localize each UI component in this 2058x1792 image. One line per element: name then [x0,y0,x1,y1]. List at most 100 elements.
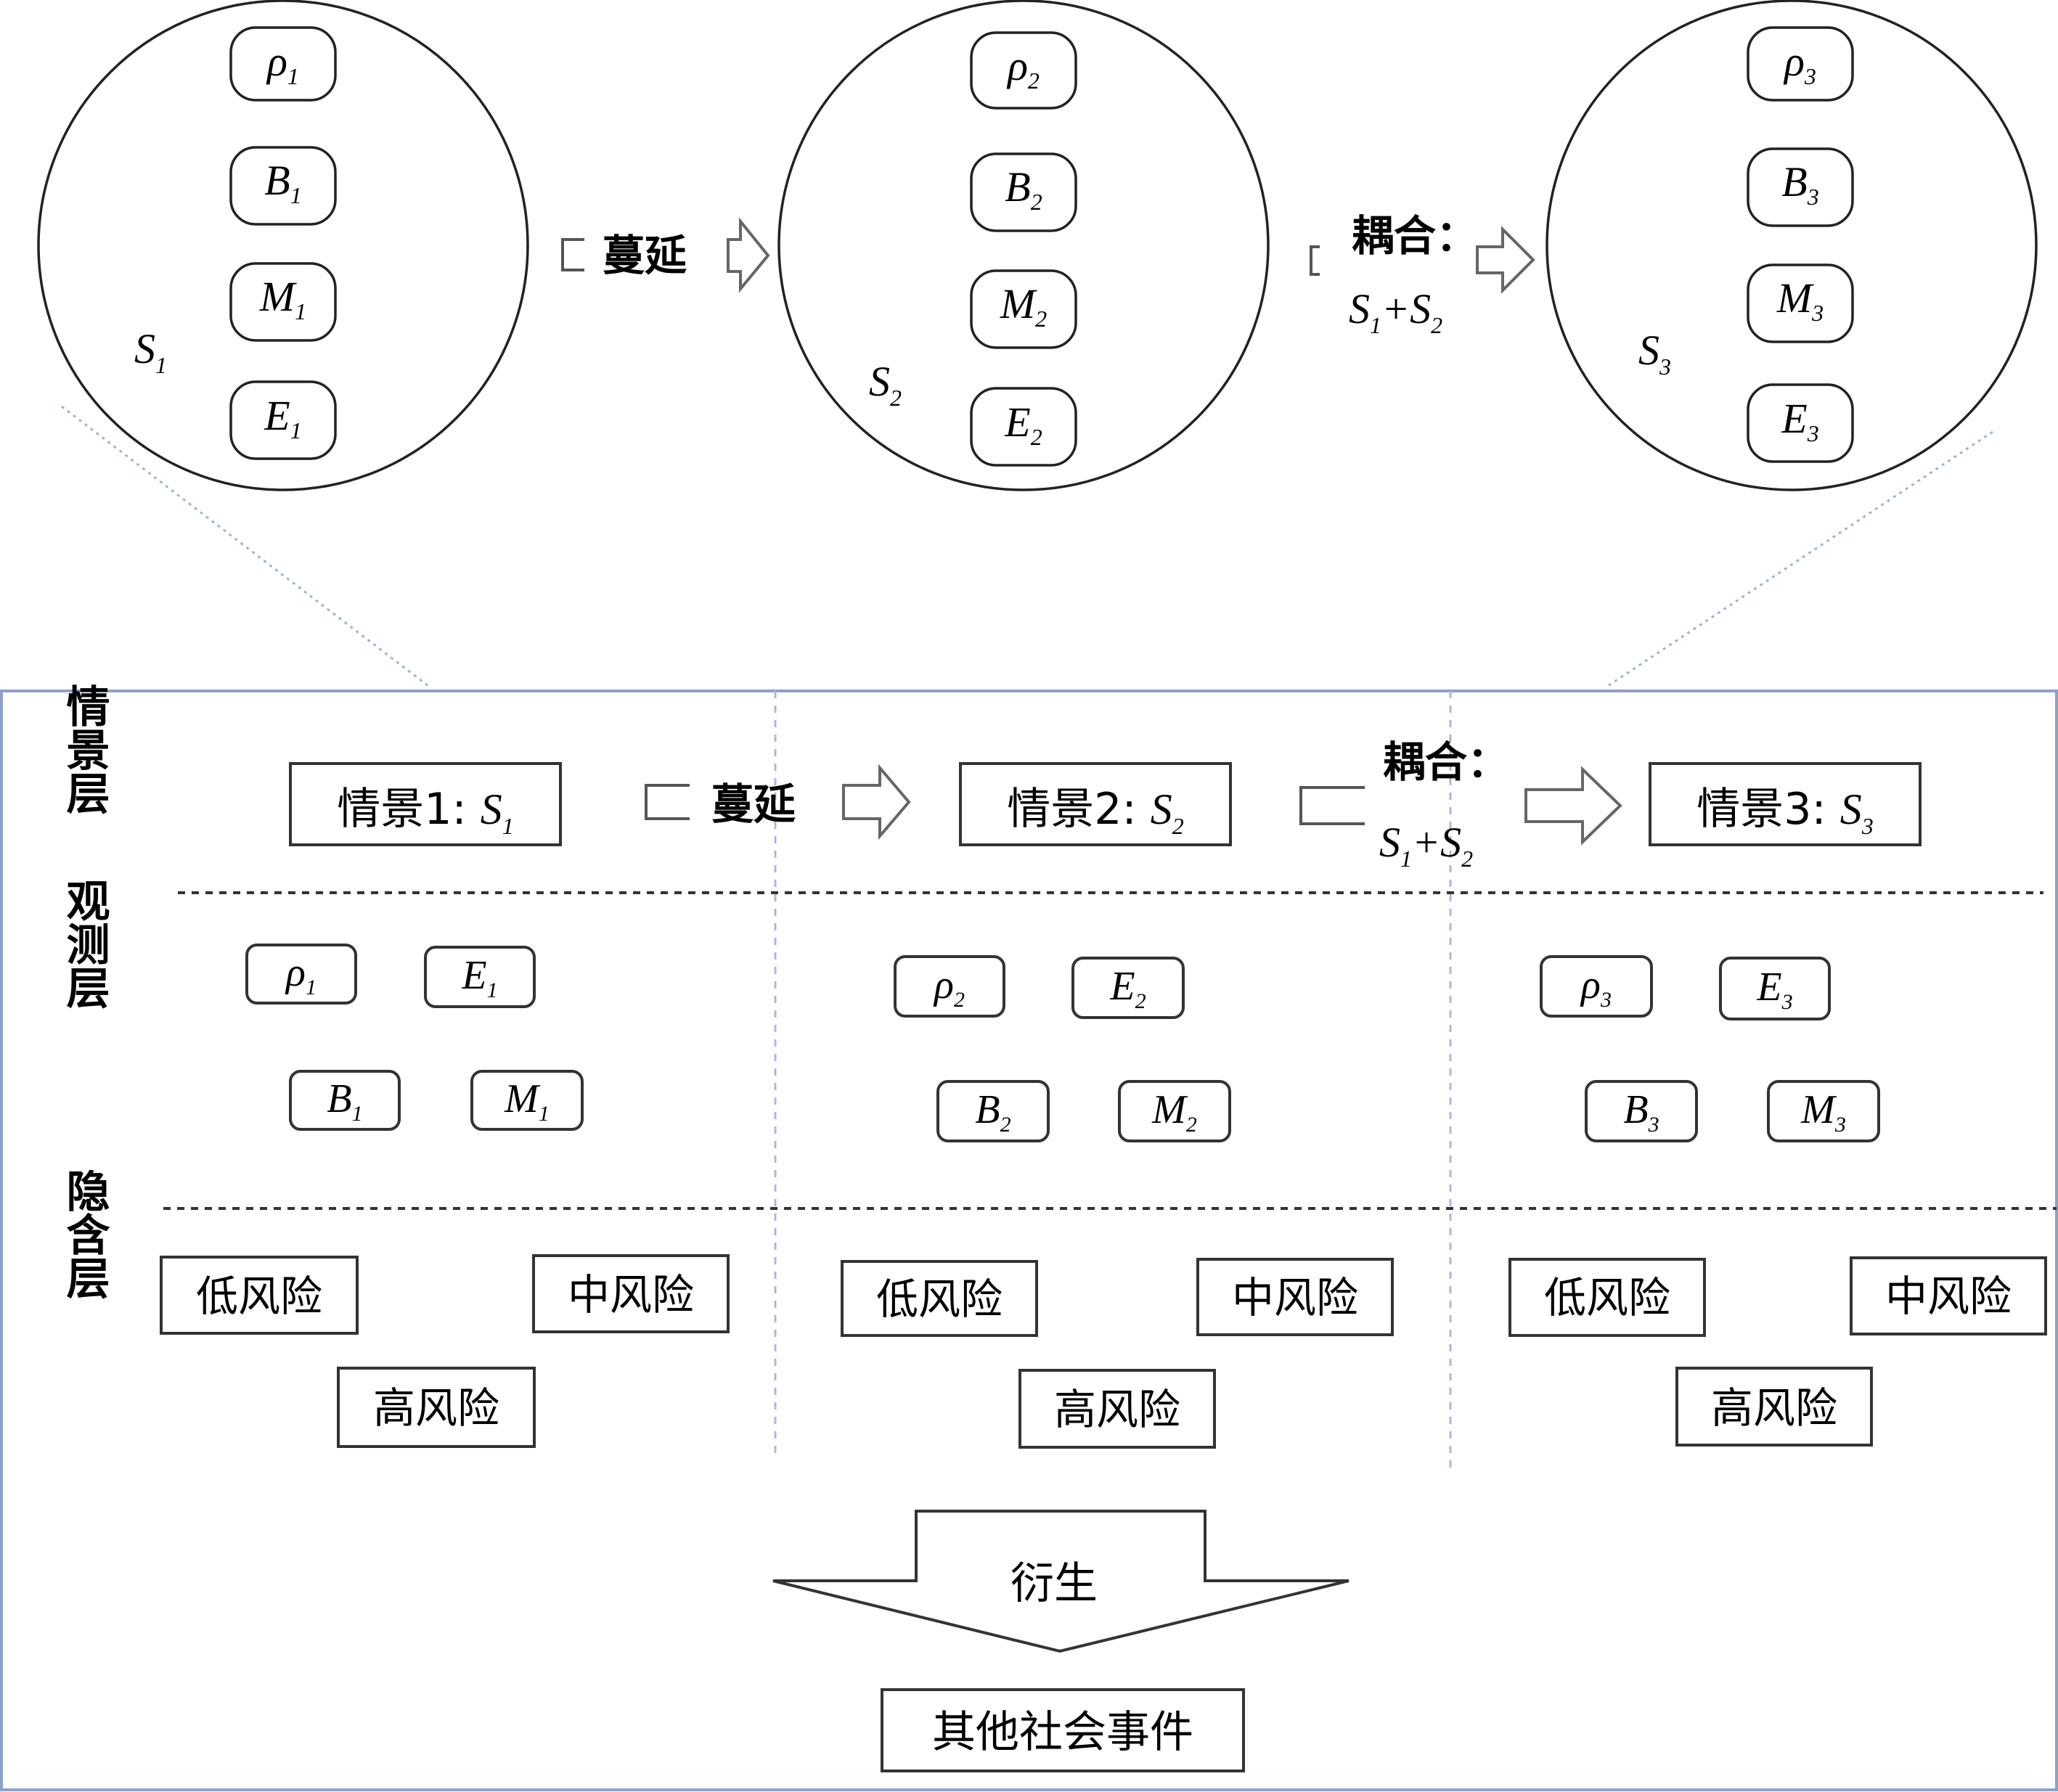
state-var-rho-1: ρ1 [229,26,337,102]
svg-text:情景2: S2: 情景2: S2 [1007,784,1183,839]
state-circle-3: ρ3 B3 M3 E3 S3 [1545,0,2038,491]
bracket-icon [645,784,690,820]
svg-text:M1: M1 [259,273,306,324]
svg-text:耦合：: 耦合： [1383,737,1509,787]
state-label-2: S2 [869,358,902,411]
obs-rho-1: ρ1 [245,944,357,1005]
scenario-box-2: 情景2: S2 [959,762,1232,846]
connector-line-left [61,405,429,687]
layer-label-scenario: 情景层 [59,684,110,814]
risk-low-2: 低风险 [841,1260,1038,1337]
state-label-3: S3 [1638,327,1671,380]
svg-text:B3: B3 [1781,158,1818,210]
obs-rho-2: ρ2 [894,955,1005,1018]
risk-low-3: 低风险 [1508,1258,1706,1337]
bracket-icon [1299,786,1365,825]
layer-panel [0,690,2058,1791]
obs-e-2: E2 [1071,957,1185,1019]
svg-text:S1+S2: S1+S2 [1349,285,1442,338]
svg-text:M2: M2 [1000,280,1047,332]
top-coupling-transition: 耦合： S1+S2 [1310,211,1535,338]
bracket-icon [1310,245,1320,276]
state-var-e-3: E3 [1747,383,1854,463]
obs-b-2: B2 [936,1080,1050,1142]
panel-coupling-transition: 耦合： S1+S2 [1299,737,1622,872]
obs-e-1: E1 [424,946,536,1008]
svg-text:B2: B2 [1005,163,1042,215]
svg-text:B1: B1 [264,157,301,208]
obs-m-3: M3 [1767,1080,1880,1142]
svg-text:情景1: S1: 情景1: S1 [337,784,513,839]
state-var-e-1: E1 [229,380,337,460]
state-label-1: S1 [134,325,167,378]
svg-text:蔓延: 蔓延 [711,780,796,829]
svg-text:衍生: 衍生 [1010,1558,1098,1609]
svg-text:低风险: 低风险 [1544,1273,1670,1322]
risk-mid-2: 中风险 [1196,1258,1394,1336]
svg-text:低风险: 低风险 [196,1272,322,1321]
svg-text:ρ3: ρ3 [1783,38,1816,89]
state-var-m-3: M3 [1747,263,1854,343]
svg-text:蔓延: 蔓延 [603,231,687,280]
state-circle-2: ρ2 B2 M2 E2 S2 [777,0,1270,491]
svg-text:S1+S2: S1+S2 [1379,819,1473,872]
obs-e-3: E3 [1719,957,1831,1020]
svg-text:ρ3: ρ3 [1580,962,1612,1012]
state-var-b-3: B3 [1747,147,1854,227]
svg-text:高风险: 高风险 [1711,1383,1837,1433]
risk-mid-3: 中风险 [1850,1256,2047,1335]
scenario-box-3: 情景3: S3 [1649,762,1922,846]
risk-high-3: 高风险 [1675,1367,1873,1447]
panel-spread-transition: 蔓延 [645,764,911,840]
risk-low-1: 低风险 [160,1256,359,1335]
state-var-e-2: E2 [970,387,1077,467]
svg-text:B2: B2 [975,1087,1010,1137]
state-var-rho-3: ρ3 [1747,26,1854,102]
risk-high-2: 高风险 [1018,1369,1216,1449]
hollow-arrow-icon [1524,766,1622,846]
svg-text:ρ2: ρ2 [1006,42,1040,94]
hollow-arrow-icon [727,217,770,293]
state-var-rho-2: ρ2 [970,31,1077,110]
svg-text:E1: E1 [264,392,301,443]
obs-m-2: M2 [1118,1080,1231,1142]
scenario-box-1: 情景1: S1 [289,762,562,846]
svg-text:中风险: 中风险 [1885,1272,2012,1321]
svg-text:E2: E2 [1004,398,1042,450]
svg-text:ρ1: ρ1 [266,38,299,89]
layer-label-hidden: 隐含层 [59,1169,110,1299]
svg-text:耦合：: 耦合： [1352,211,1478,261]
state-var-m-2: M2 [970,269,1077,349]
state-var-m-1: M1 [229,262,337,342]
top-spread-transition: 蔓延 [561,217,770,293]
state-var-b-1: B1 [229,146,337,226]
svg-text:高风险: 高风险 [373,1383,499,1433]
connector-line-right [1607,430,1993,687]
obs-b-1: B1 [289,1070,401,1131]
bracket-icon [561,238,584,271]
svg-text:E1: E1 [461,953,497,1002]
risk-mid-1: 中风险 [532,1254,730,1333]
svg-text:低风险: 低风险 [876,1275,1003,1324]
svg-text:其他社会事件: 其他社会事件 [932,1707,1193,1758]
hollow-arrow-icon [1476,226,1535,294]
svg-text:高风险: 高风险 [1054,1385,1180,1434]
svg-text:M3: M3 [1776,274,1824,326]
obs-m-1: M1 [470,1070,584,1131]
svg-text:M1: M1 [504,1076,550,1126]
state-var-b-2: B2 [970,152,1077,232]
svg-text:E3: E3 [1781,395,1818,446]
svg-text:情景3: S3: 情景3: S3 [1696,784,1873,839]
svg-text:ρ2: ρ2 [933,962,965,1012]
layer-label-observation: 观测层 [59,878,110,1009]
svg-text:E3: E3 [1756,965,1792,1014]
hollow-arrow-icon [842,764,911,840]
svg-text:E2: E2 [1109,964,1146,1013]
derive-arrow: 衍生 [772,1510,1349,1653]
svg-text:中风险: 中风险 [568,1270,694,1320]
down-arrow-icon [772,1510,1349,1653]
svg-text:M2: M2 [1151,1087,1197,1137]
obs-rho-3: ρ3 [1540,955,1653,1018]
svg-text:M3: M3 [1800,1087,1846,1137]
svg-text:B1: B1 [327,1076,362,1126]
